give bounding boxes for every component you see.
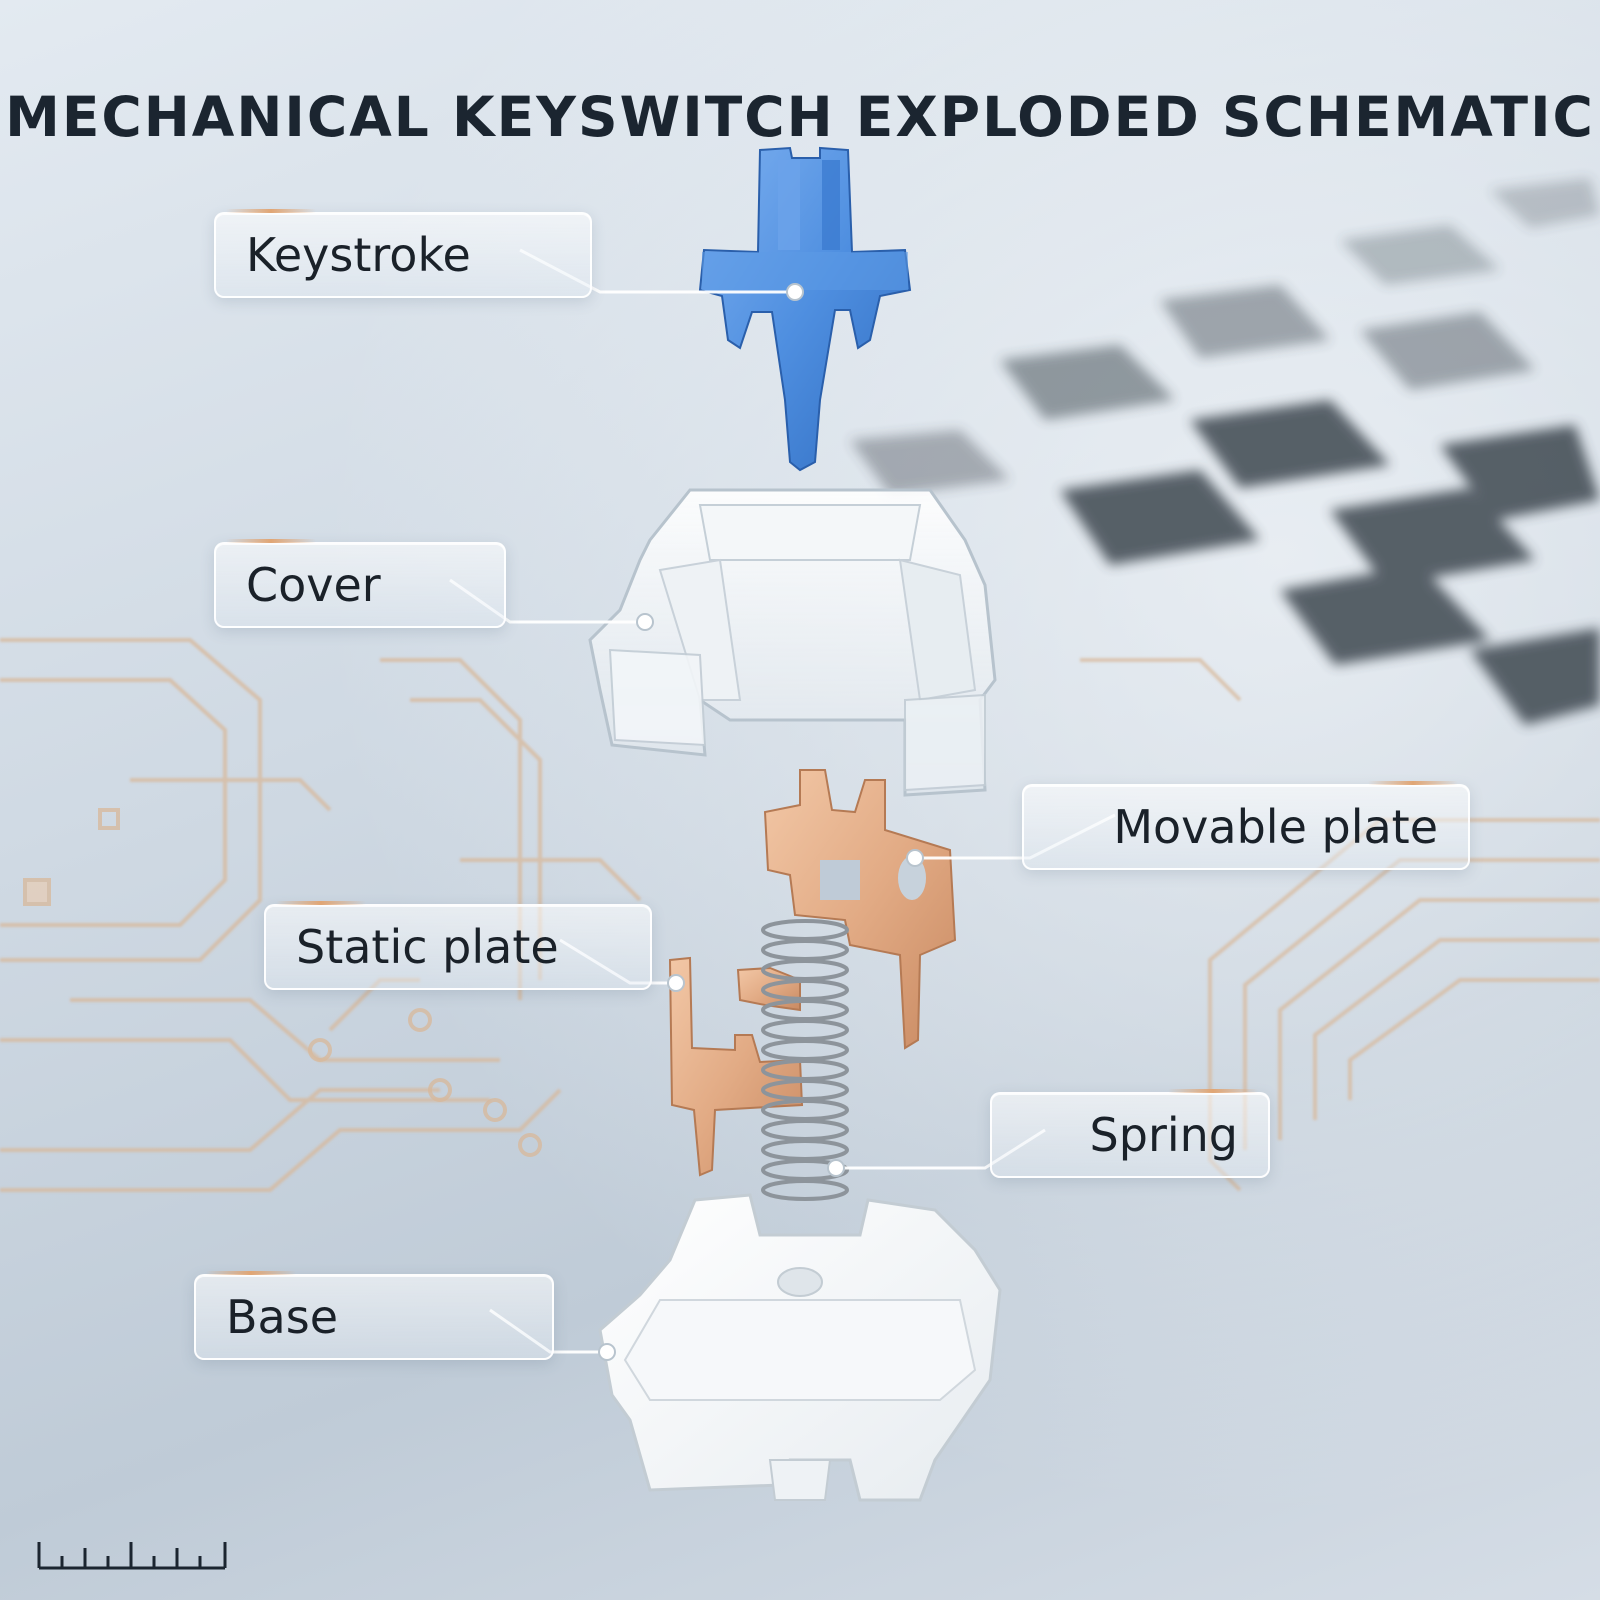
static-plate-label-text: Static plate xyxy=(296,920,559,974)
cover-label-text: Cover xyxy=(246,558,381,612)
spring xyxy=(761,919,849,1201)
movable-plate xyxy=(763,769,957,1050)
base-label-text: Base xyxy=(226,1290,339,1344)
label-accent xyxy=(206,1271,296,1275)
spring-label-text: Spring xyxy=(1089,1108,1238,1162)
ruler-icon xyxy=(37,1542,227,1570)
base-housing xyxy=(598,1193,1002,1502)
label-accent xyxy=(226,539,316,543)
spring-label: Spring xyxy=(990,1089,1270,1178)
cover-housing xyxy=(588,488,997,797)
keystroke-stem xyxy=(698,146,912,472)
base-label: Base xyxy=(194,1271,554,1360)
leader-lines xyxy=(449,248,1116,1354)
page-title: MECHANICAL KEYSWITCH EXPLODED SCHEMATIC xyxy=(5,84,1595,149)
blurred-keyboard xyxy=(850,178,1600,725)
label-accent xyxy=(226,209,316,213)
circuit-traces xyxy=(0,638,642,1192)
static-plate-label: Static plate xyxy=(264,901,652,990)
circuit-pads xyxy=(23,808,542,1157)
cover-label: Cover xyxy=(214,539,506,628)
label-accent xyxy=(1368,781,1458,785)
leader-dots xyxy=(598,283,924,1361)
movable-plate-label-text: Movable plate xyxy=(1113,800,1438,854)
keystroke-label: Keystroke xyxy=(214,209,592,298)
movable-plate-label: Movable plate xyxy=(1022,781,1470,870)
keystroke-label-text: Keystroke xyxy=(246,228,471,282)
label-accent xyxy=(1168,1089,1258,1093)
label-accent xyxy=(276,901,366,905)
